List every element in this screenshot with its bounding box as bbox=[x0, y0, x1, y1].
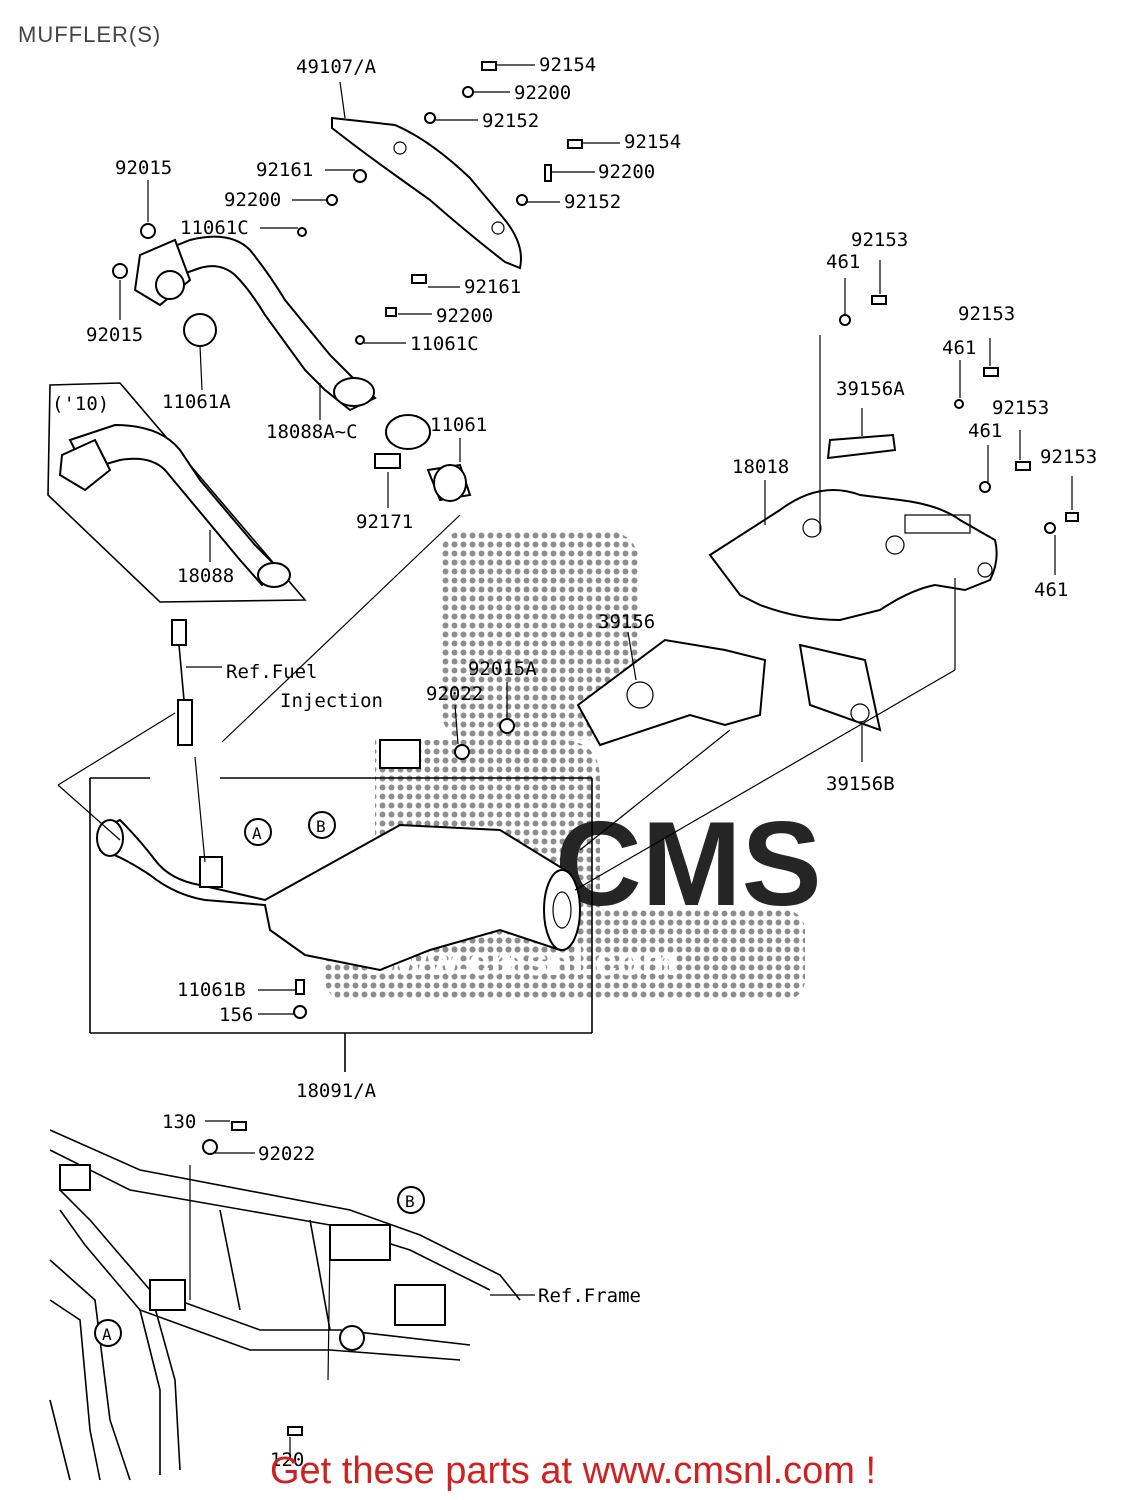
label-11061[interactable]: 11061 bbox=[430, 414, 487, 436]
label-92161-b[interactable]: 92161 bbox=[464, 276, 521, 298]
label-11061B[interactable]: 11061B bbox=[177, 979, 246, 1001]
fasteners-top bbox=[297, 61, 583, 345]
fasteners-right bbox=[839, 295, 1079, 534]
label-39156B[interactable]: 39156B bbox=[826, 773, 895, 795]
label-461-c[interactable]: 461 bbox=[968, 420, 1002, 442]
label-130[interactable]: 130 bbox=[162, 1111, 196, 1133]
label-92200-c[interactable]: 92200 bbox=[224, 189, 281, 211]
label-92200-a[interactable]: 92200 bbox=[514, 82, 571, 104]
label-11061C-a[interactable]: 11061C bbox=[180, 217, 249, 239]
footer-cms-link[interactable]: Get these parts at www.cmsnl.com ! bbox=[269, 1450, 877, 1492]
heat-guard-49107 bbox=[331, 116, 522, 270]
leader-lines bbox=[57, 64, 1073, 1455]
callout-circle-a1 bbox=[244, 818, 272, 846]
exhaust-pipe-18088A bbox=[112, 223, 377, 412]
label-92022-a[interactable]: 92022 bbox=[426, 683, 483, 705]
label-92200-b[interactable]: 92200 bbox=[598, 161, 655, 183]
label-92153-d[interactable]: 92153 bbox=[1040, 446, 1097, 468]
label-92153-b[interactable]: 92153 bbox=[958, 303, 1015, 325]
label-461-b[interactable]: 461 bbox=[942, 337, 976, 359]
label-39156A[interactable]: 39156A bbox=[836, 378, 905, 400]
muffler-18091 bbox=[96, 718, 581, 1019]
label-92152-a[interactable]: 92152 bbox=[482, 110, 539, 132]
label-92152-b[interactable]: 92152 bbox=[564, 191, 621, 213]
callout-b1-text: B bbox=[316, 817, 326, 836]
label-92161-a[interactable]: 92161 bbox=[256, 159, 313, 181]
callout-a1-text: A bbox=[252, 824, 262, 843]
label-92200-d[interactable]: 92200 bbox=[436, 305, 493, 327]
clamp-92171 bbox=[374, 414, 472, 502]
label-11061A[interactable]: 11061A bbox=[162, 391, 231, 413]
label-461-a[interactable]: 461 bbox=[826, 251, 860, 273]
label-120[interactable]: 120 bbox=[270, 1449, 304, 1471]
o2-sensor bbox=[171, 619, 193, 746]
label-ref-frame[interactable]: Ref.Frame bbox=[538, 1285, 641, 1307]
label-156[interactable]: 156 bbox=[219, 1004, 253, 1026]
label-92015-a[interactable]: 92015 bbox=[115, 157, 172, 179]
inset-2010-model bbox=[47, 382, 307, 603]
label-92171[interactable]: 92171 bbox=[356, 511, 413, 533]
callout-circle-b1 bbox=[308, 811, 336, 839]
label-11061C-b[interactable]: 11061C bbox=[410, 333, 479, 355]
part-labels: 49107/A 92154 92200 92152 92154 92200 92… bbox=[52, 54, 1097, 1471]
callout-circle-b2 bbox=[397, 1186, 425, 1214]
label-92015-b[interactable]: 92015 bbox=[86, 324, 143, 346]
label-18018[interactable]: 18018 bbox=[732, 456, 789, 478]
label-92154-b[interactable]: 92154 bbox=[624, 131, 681, 153]
callout-circle-a2 bbox=[94, 1319, 122, 1347]
label-92153-c[interactable]: 92153 bbox=[992, 397, 1049, 419]
label-49107A[interactable]: 49107/A bbox=[296, 56, 377, 78]
watermark-text: CMS bbox=[555, 797, 822, 931]
label-injection[interactable]: Injection bbox=[280, 690, 383, 712]
label-461-d[interactable]: 461 bbox=[1034, 579, 1068, 601]
label-2010-variant: ('10) bbox=[52, 393, 109, 415]
callout-a2-text: A bbox=[102, 1325, 112, 1344]
heat-guard-18018 bbox=[708, 489, 998, 622]
label-18091A[interactable]: 18091/A bbox=[296, 1080, 377, 1102]
label-92154-a[interactable]: 92154 bbox=[539, 54, 596, 76]
label-92022-b[interactable]: 92022 bbox=[258, 1143, 315, 1165]
label-18088A-C[interactable]: 18088A~C bbox=[266, 421, 358, 443]
label-92153-a[interactable]: 92153 bbox=[851, 229, 908, 251]
insulators bbox=[576, 433, 897, 747]
label-92015A[interactable]: 92015A bbox=[468, 658, 537, 680]
fasteners-frame bbox=[202, 1121, 303, 1436]
label-ref-fuel[interactable]: Ref.Fuel bbox=[226, 661, 318, 683]
page-title: MUFFLER(S) bbox=[18, 22, 162, 47]
label-39156[interactable]: 39156 bbox=[598, 611, 655, 633]
frame bbox=[49, 1129, 521, 1481]
label-18088[interactable]: 18088 bbox=[177, 565, 234, 587]
callout-b2-text: B bbox=[405, 1192, 415, 1211]
